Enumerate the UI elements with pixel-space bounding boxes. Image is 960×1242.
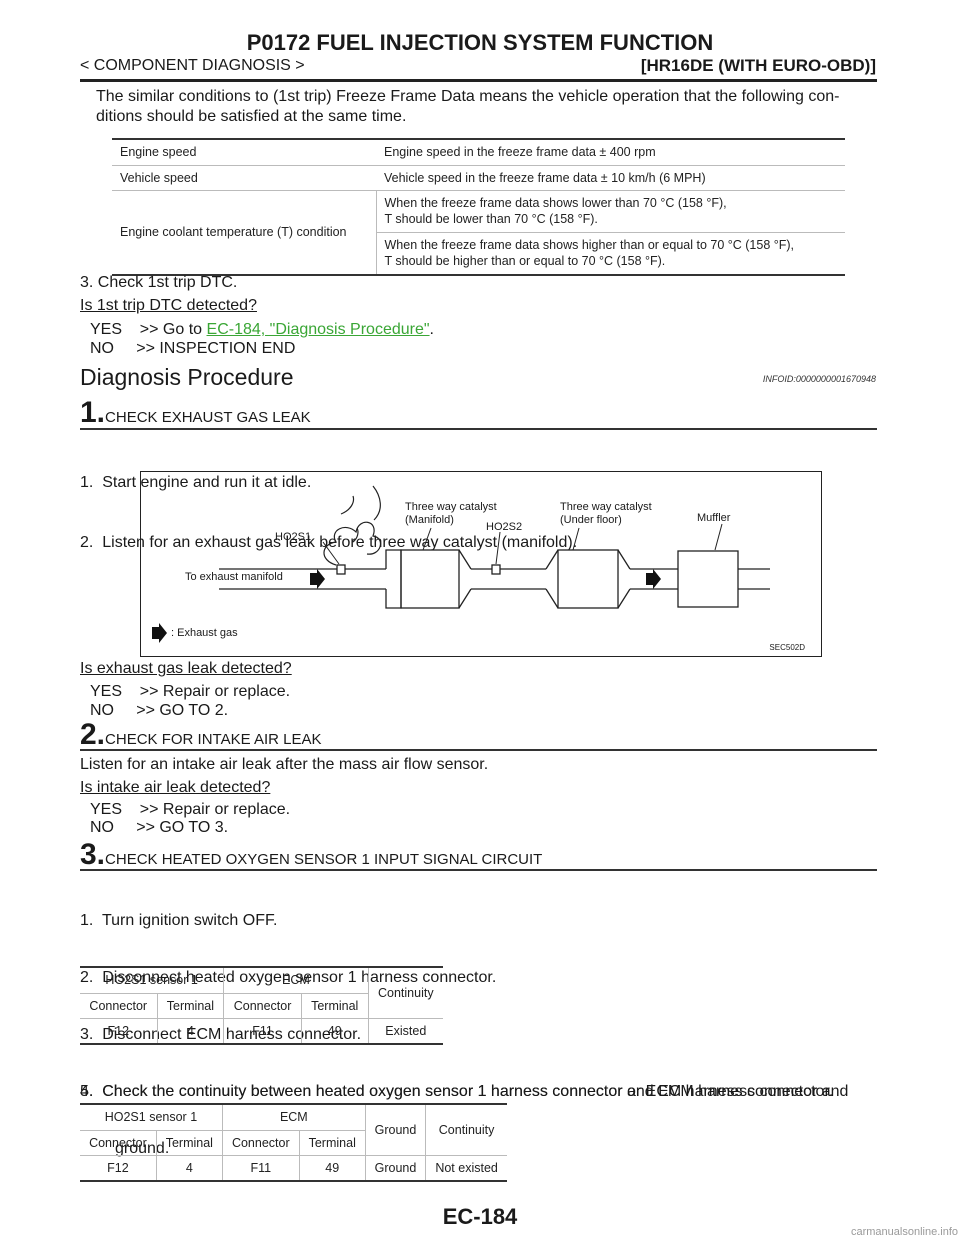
table-row: Connector Terminal Connector Terminal bbox=[80, 993, 443, 1019]
step-3-header: 3.CHECK HEATED OXYGEN SENSOR 1 INPUT SIG… bbox=[80, 838, 543, 871]
table-row: HO2S1 sensor 1 ECM Continuity bbox=[80, 968, 443, 1019]
exhaust-diagram-svg bbox=[152, 485, 770, 643]
step-2-header: 2.CHECK FOR INTAKE AIR LEAK bbox=[80, 718, 322, 751]
table-row: Engine coolant temperature (T) condition… bbox=[112, 190, 845, 274]
exhaust-system-diagram: HO2S1 HO2S2 Three way catalyst (Manifold… bbox=[140, 471, 822, 657]
table-row: F12 4 F11 49 Existed bbox=[80, 1018, 443, 1043]
table-row: Connector Terminal Connector Terminal bbox=[80, 1130, 507, 1156]
legend-exhaust-gas: : Exhaust gas bbox=[171, 627, 238, 639]
step-rule bbox=[80, 749, 877, 751]
header-rule bbox=[80, 79, 877, 82]
page-title: P0172 FUEL INJECTION SYSTEM FUNCTION bbox=[246, 30, 714, 55]
ground-continuity-table: HO2S1 sensor 1 ECM Ground Continuity Con… bbox=[80, 1103, 507, 1182]
question-intake-leak: Is intake air leak detected? bbox=[80, 779, 271, 796]
freeze-frame-conditions-table: Engine speed Engine speed in the freeze … bbox=[112, 138, 845, 276]
breadcrumb: < COMPONENT DIAGNOSIS > bbox=[80, 57, 305, 74]
continuity-table: HO2S1 sensor 1 ECM Continuity Connector … bbox=[80, 966, 443, 1045]
intro-paragraph: The similar conditions to (1st trip) Fre… bbox=[96, 88, 840, 125]
yes-line: YES >> Go to EC-184, "Diagnosis Procedur… bbox=[90, 321, 434, 338]
ho2s1-label: HO2S1 bbox=[275, 531, 312, 543]
table-row: Vehicle speed Vehicle speed in the freez… bbox=[112, 165, 845, 190]
table-row: F12 4 F11 49 Ground Not existed bbox=[80, 1155, 507, 1180]
question-exhaust-leak: Is exhaust gas leak detected? bbox=[80, 660, 292, 677]
no-line: NO >> GO TO 3. bbox=[90, 819, 229, 836]
step-1-instructions: 1. Start engine and run it at idle. 2. L… bbox=[80, 474, 578, 551]
to-exhaust-manifold-label: To exhaust manifold bbox=[185, 571, 283, 583]
question-1st-trip: Is 1st trip DTC detected? bbox=[80, 297, 257, 314]
yes-line: YES >> Repair or replace. bbox=[90, 801, 291, 818]
check-1st-trip-dtc: 3. Check 1st trip DTC. bbox=[80, 274, 238, 291]
watermark: carmanualsonline.info bbox=[850, 1226, 958, 1238]
model-label: [HR16DE (WITH EURO-OBD)] bbox=[640, 56, 876, 75]
no-line: NO >> GO TO 2. bbox=[90, 702, 229, 719]
table-row: When the freeze frame data shows higher … bbox=[384, 238, 795, 269]
figure-code: SEC502D bbox=[769, 643, 805, 652]
ho2s2-label: HO2S2 bbox=[486, 521, 523, 533]
step-3-instruction-5: 5. Check the continuity between heated o… bbox=[80, 1083, 849, 1157]
table-row: Engine speed Engine speed in the freeze … bbox=[112, 140, 845, 165]
manifold-catalyst-label: Three way catalyst (Manifold) bbox=[405, 501, 497, 526]
underfloor-catalyst-label: Three way catalyst (Under floor) bbox=[560, 501, 652, 526]
diagnosis-procedure-link[interactable]: EC-184, "Diagnosis Procedure" bbox=[206, 321, 430, 338]
no-line: NO >> INSPECTION END bbox=[90, 340, 296, 357]
step-2-text: Listen for an intake air leak after the … bbox=[80, 756, 489, 773]
step-rule bbox=[80, 428, 877, 430]
muffler-label: Muffler bbox=[697, 512, 731, 524]
page-number: EC-184 bbox=[442, 1204, 518, 1229]
step-1-header: 1.CHECK EXHAUST GAS LEAK bbox=[80, 396, 311, 429]
yes-line: YES >> Repair or replace. bbox=[90, 683, 291, 700]
info-id: INFOID:0000000001670948 bbox=[762, 374, 876, 384]
table-row: HO2S1 sensor 1 ECM Ground Continuity bbox=[80, 1105, 507, 1156]
step-rule bbox=[80, 869, 877, 871]
section-heading: Diagnosis Procedure bbox=[80, 364, 294, 390]
